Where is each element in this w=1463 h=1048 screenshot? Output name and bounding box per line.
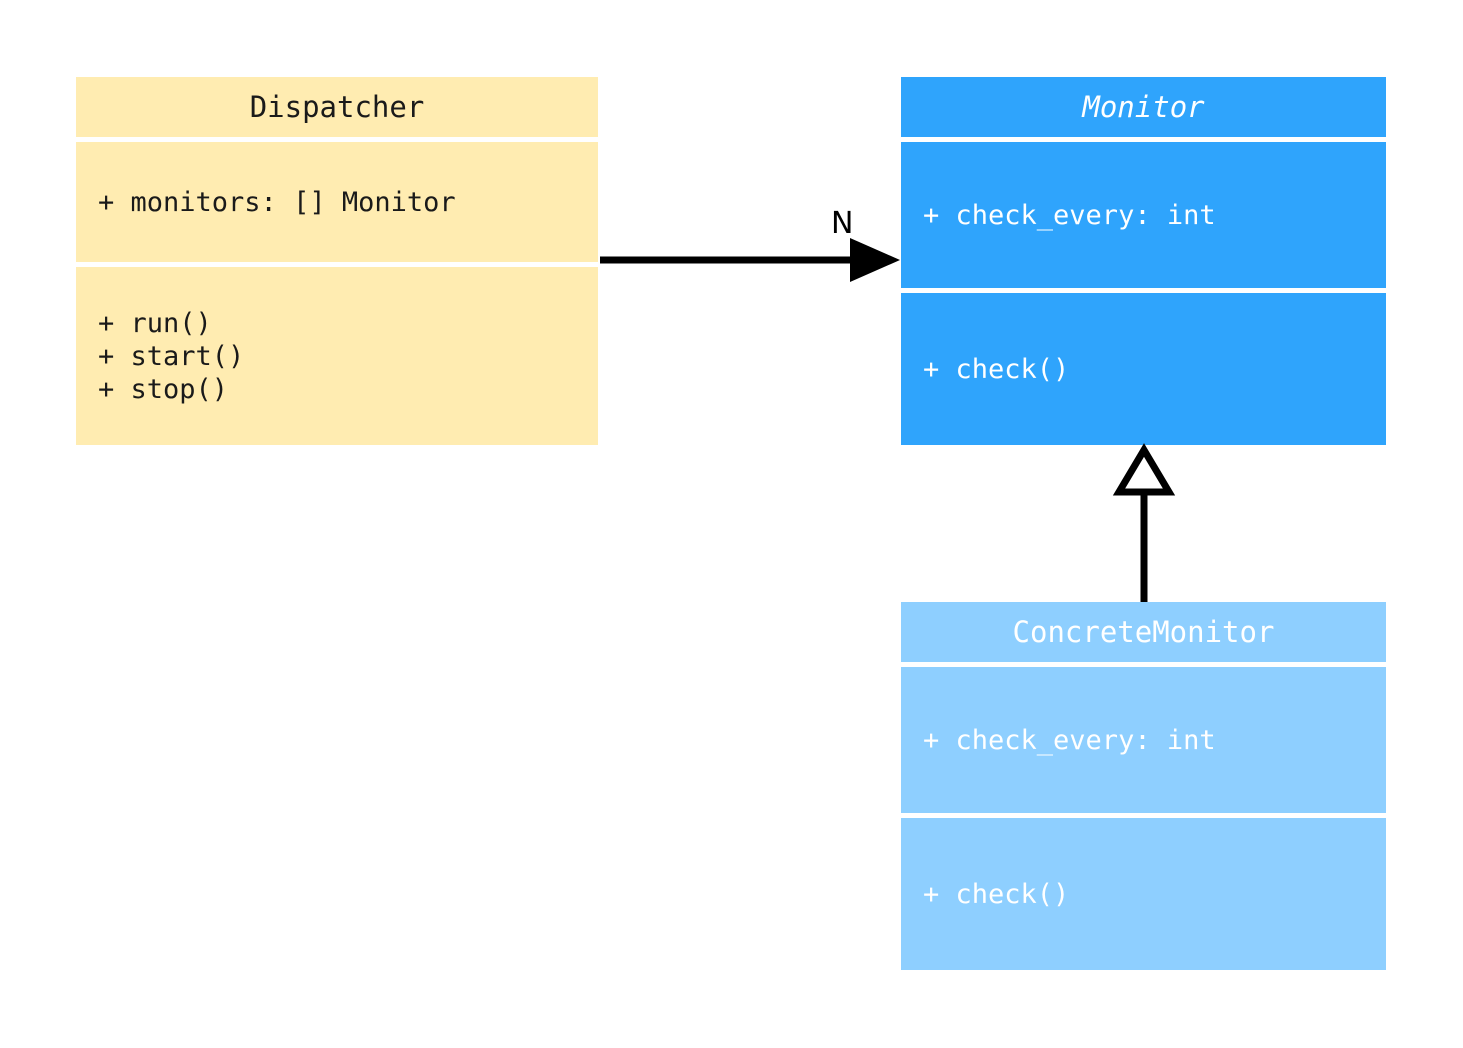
hollow-triangle-arrowhead-icon	[1112, 443, 1176, 496]
class-title-monitor: Monitor	[901, 77, 1386, 137]
class-method: + start()	[98, 340, 245, 372]
class-divider	[76, 262, 598, 267]
filled-triangle-arrowhead-icon	[850, 238, 900, 282]
class-attribute: + check_every: int	[923, 724, 1216, 756]
class-methods-concrete-monitor: + check()	[901, 818, 1386, 970]
class-title-dispatcher: Dispatcher	[76, 77, 598, 137]
class-attribute: + check_every: int	[923, 199, 1216, 231]
class-method: + check()	[923, 878, 1070, 910]
class-attributes-monitor: + check_every: int	[901, 142, 1386, 288]
class-method: + check()	[923, 353, 1070, 385]
generalization-concrete-monitor-monitor	[1112, 443, 1176, 602]
class-divider	[76, 137, 598, 142]
class-divider	[901, 662, 1386, 667]
class-divider	[901, 137, 1386, 142]
class-box-concrete-monitor[interactable]: ConcreteMonitor + check_every: int + che…	[901, 602, 1386, 970]
class-divider	[901, 813, 1386, 818]
class-divider	[901, 288, 1386, 293]
class-attributes-concrete-monitor: + check_every: int	[901, 667, 1386, 813]
class-attributes-dispatcher: + monitors: [] Monitor	[76, 142, 598, 262]
class-methods-dispatcher: + run() + start() + stop()	[76, 267, 598, 445]
association-dispatcher-monitor	[600, 238, 900, 282]
class-box-monitor[interactable]: Monitor + check_every: int + check()	[901, 77, 1386, 445]
class-methods-monitor: + check()	[901, 293, 1386, 445]
class-method: + stop()	[98, 373, 229, 405]
class-attribute: + monitors: [] Monitor	[98, 186, 456, 218]
association-multiplicity-label: N	[831, 206, 854, 241]
class-method: + run()	[98, 307, 212, 339]
class-box-dispatcher[interactable]: Dispatcher + monitors: [] Monitor + run(…	[76, 77, 598, 445]
class-title-concrete-monitor: ConcreteMonitor	[901, 602, 1386, 662]
